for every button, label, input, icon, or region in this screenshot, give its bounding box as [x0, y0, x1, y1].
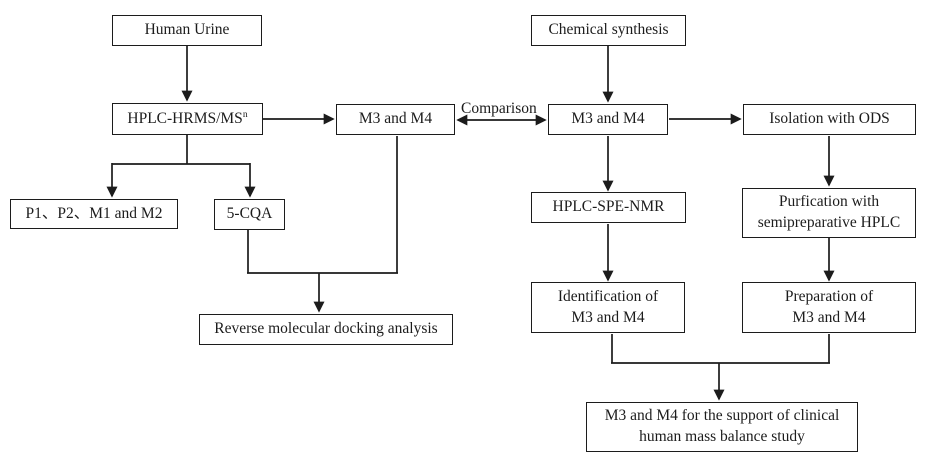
branch-hplc-to-p1-and-cqa	[106, 135, 256, 198]
comparison-label: Comparison	[461, 100, 537, 117]
junction-m3m4-cqa-to-reverse-docking	[247, 136, 398, 313]
final-line2: human mass balance study	[639, 428, 805, 445]
node-reverse-molecular-docking: Reverse molecular docking analysis	[199, 314, 453, 345]
junction-identification-preparation-to-final	[611, 334, 830, 401]
node-chemical-synthesis: Chemical synthesis	[531, 15, 686, 46]
node-purification-semiprep-hplc: Purfication with semipreparative HPLC	[742, 188, 916, 238]
node-preparation-m3-m4: Preparation of M3 and M4	[742, 282, 916, 333]
final-line1: M3 and M4 for the support of clinical	[604, 407, 840, 425]
node-identification-m3-m4: Identification of M3 and M4	[531, 282, 685, 333]
identification-line1: Identification of	[557, 287, 659, 305]
node-final-clinical-support: M3 and M4 for the support of clinical hu…	[586, 402, 858, 452]
node-m3-and-m4-left: M3 and M4	[336, 104, 455, 135]
node-m3-and-m4-right: M3 and M4	[548, 104, 668, 135]
hplc-hrms-text: HPLC-HRMS/MS	[127, 109, 243, 127]
node-5-cqa: 5-CQA	[214, 199, 285, 230]
node-human-urine: Human Urine	[112, 15, 262, 46]
purification-line1: Purfication with	[778, 193, 880, 211]
node-p1-p2-m1-m2: P1、P2、M1 and M2	[10, 199, 178, 229]
identification-line2: M3 and M4	[571, 308, 645, 326]
preparation-line1: Preparation of	[784, 287, 874, 305]
node-isolation-with-ods: Isolation with ODS	[743, 104, 916, 135]
node-hplc-hrms-msn: HPLC-HRMS/MSn	[112, 103, 263, 135]
node-hplc-spe-nmr: HPLC-SPE-NMR	[531, 192, 686, 223]
purification-line2: semipreparative HPLC	[757, 214, 901, 231]
hplc-hrms-superscript-n: n	[242, 108, 248, 120]
preparation-line2: M3 and M4	[792, 308, 866, 326]
